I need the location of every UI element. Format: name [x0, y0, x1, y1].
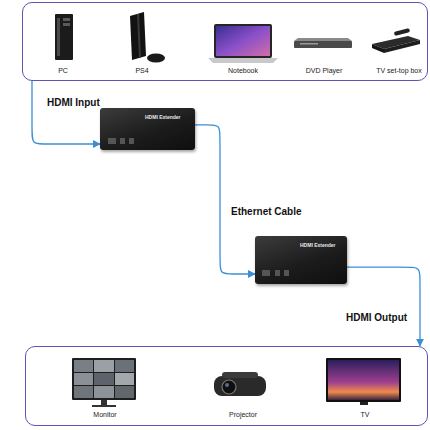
- device-label: Notebook: [203, 67, 283, 75]
- pc-drive-bay: [63, 23, 70, 26]
- camera-tile: [94, 373, 114, 385]
- camera-tile: [74, 373, 93, 385]
- connection-label: HDMI Output: [346, 312, 407, 323]
- camera-tile: [115, 360, 134, 372]
- settop-front: [384, 40, 420, 53]
- camera-tile: [115, 386, 134, 398]
- console-body: [130, 12, 146, 60]
- dvd-front: [294, 41, 352, 48]
- signal-cable: [347, 267, 420, 346]
- laptop-lid: [214, 24, 272, 58]
- tv-bezel: [326, 358, 401, 402]
- device-label: DVD Player: [284, 67, 364, 75]
- device-label: PC: [23, 67, 103, 75]
- settop-top: [372, 36, 420, 49]
- hdmi-transmitter: HDMI Extender: [100, 108, 195, 150]
- pc-tower: [55, 14, 73, 60]
- console-stripe: [137, 14, 141, 58]
- camera-tile: [94, 386, 114, 398]
- laptop-base: [208, 58, 278, 63]
- tv-stand: [360, 402, 368, 405]
- pc-panel: [57, 18, 60, 56]
- dvd-top: [294, 38, 352, 41]
- device-label: TV set-top box: [359, 67, 430, 75]
- device-label: Projector: [203, 411, 283, 419]
- signal-cable: [32, 81, 100, 144]
- signal-cable: [195, 125, 255, 274]
- monitor-base: [92, 405, 116, 407]
- monitor-stand: [101, 400, 107, 405]
- connection-label: Ethernet Cable: [231, 206, 302, 217]
- camera-tile: [115, 373, 134, 385]
- dvd-tray: [300, 43, 318, 45]
- source-device-panel: PCPS4 NotebookDVD PlayerTV set-top box: [22, 2, 428, 81]
- laptop-screen: [216, 26, 270, 56]
- projector-body: [214, 376, 266, 396]
- device-label: TV: [325, 411, 405, 419]
- camera-tile: [74, 360, 93, 372]
- camera-tile: [74, 386, 93, 398]
- settop-side: [372, 44, 384, 53]
- projector-lens: [222, 380, 236, 394]
- projector-top: [222, 372, 258, 378]
- remote-control: [394, 28, 410, 36]
- connection-label: HDMI Input: [47, 97, 100, 108]
- device-model-text: HDMI Extender: [300, 242, 336, 248]
- display-device-panel: Monitor Projector TV: [25, 346, 428, 426]
- hdmi-receiver: HDMI Extender: [255, 236, 347, 284]
- tv-screen: [328, 360, 399, 400]
- pc-drive-bay: [63, 18, 70, 21]
- device-model-text: HDMI Extender: [145, 114, 181, 120]
- monitor-bezel: [72, 358, 136, 400]
- game-controller: [147, 54, 165, 63]
- camera-tile: [94, 360, 114, 372]
- lens-glint: [225, 383, 229, 387]
- device-label: PS4: [102, 67, 182, 75]
- device-label: Monitor: [65, 411, 145, 419]
